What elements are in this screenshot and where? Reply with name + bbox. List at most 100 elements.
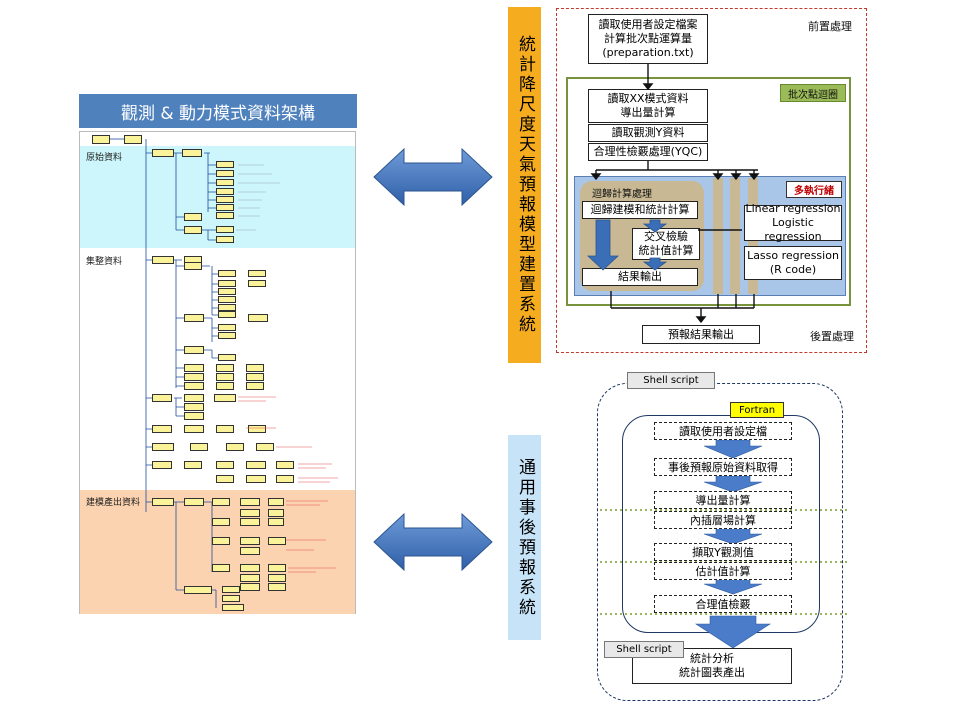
- preprocess-label: 前置處理: [808, 20, 852, 33]
- tree-node-collect-x: [184, 425, 204, 433]
- stat-system-vertical-text: 統計降尺度天氣預報模型建置系統: [515, 35, 535, 335]
- data-tree-lines: [110, 138, 218, 608]
- lasso-regression-line-1: Lasso regression: [747, 249, 839, 263]
- tree-node-model-leaf: [212, 564, 230, 572]
- tree-node-raw-sub: [182, 149, 202, 157]
- tree-node-perform-leaf: [222, 595, 240, 602]
- tree-node-collect-xy: [216, 461, 234, 469]
- tree-node-model-leaf: [268, 518, 284, 526]
- tree-node-collect-x: [216, 425, 234, 433]
- post-step-1-text: 讀取使用者設定檔: [679, 425, 767, 438]
- post-step-7-text: 合理值檢覈: [695, 598, 751, 611]
- tree-node-model-sub: [184, 498, 204, 506]
- tree-node-collect-leaf: [218, 332, 236, 339]
- read-obs-text: 讀取觀測Y資料: [611, 126, 685, 140]
- tree-node-model-leaf: [268, 583, 286, 591]
- cross-validation-line-1: 交叉檢驗: [644, 230, 688, 244]
- tree-node-collect-obs: [214, 394, 236, 402]
- tree-node-raw-leaf: [216, 212, 234, 219]
- tree-node-collect-mid: [184, 314, 204, 322]
- loop-calc-label: 迴歸計算處理: [592, 189, 652, 200]
- regression-text: 迴歸建模和統計計算: [590, 203, 690, 217]
- tree-node-model-leaf: [240, 498, 260, 506]
- linear-regression-line-2: Logistic regression: [764, 216, 822, 243]
- tree-node-root: [124, 135, 142, 144]
- tree-node-collect-obs: [184, 403, 204, 411]
- left-title: 觀測 & 動力模式資料架構: [79, 94, 357, 128]
- tree-node-raw-leaf: [216, 226, 234, 233]
- stat-system-vertical-title: 統計降尺度天氣預報模型建置系統: [508, 7, 541, 363]
- post-step-2-text: 事後預報原始資料取得: [668, 461, 778, 474]
- tree-node-model-leaf: [212, 518, 230, 526]
- post-step-4-text: 內插層場計算: [690, 514, 756, 527]
- post-step-6: 估計值計算: [654, 562, 792, 580]
- read-config-line-3: (preparation.txt): [602, 45, 694, 59]
- tree-node-collect-row: [184, 373, 204, 381]
- tree-node-collect-obs: [152, 394, 172, 402]
- post-step-5: 擷取Y觀測值: [654, 543, 792, 561]
- shell-script-top-label: Shell script: [627, 372, 715, 389]
- tree-node-collect-y: [190, 443, 208, 451]
- cross-validation-box: 交叉檢驗 統計值計算: [632, 228, 700, 260]
- tree-node-collect-x: [152, 425, 172, 433]
- section-label-raw: 原始資料: [86, 153, 123, 163]
- final-output-line-1: 統計分析: [690, 652, 734, 666]
- tree-node-model-leaf: [268, 537, 286, 545]
- tree-node-raw-obs: [184, 226, 202, 234]
- tree-node-model-leaf: [240, 547, 260, 555]
- cross-validation-line-2: 統計值計算: [638, 244, 694, 257]
- multi-thread-label: 多執行緒: [786, 181, 842, 198]
- read-config-box: 讀取使用者設定檔案 計算批次點運算量 (preparation.txt): [588, 14, 708, 64]
- tan-stripe: [713, 178, 723, 294]
- tree-node-collect-y: [256, 443, 274, 451]
- tree-node-model-leaf: [212, 537, 230, 545]
- post-step-2: 事後預報原始資料取得: [654, 458, 792, 476]
- batch-loop-frame: [566, 77, 851, 306]
- shell-script-bottom-label: Shell script: [604, 641, 684, 658]
- model-data-section: [80, 490, 355, 614]
- tree-node-collect-leaf: [218, 304, 236, 311]
- tree-node-collect-far: [248, 314, 268, 322]
- tree-node-collect-row: [216, 373, 234, 381]
- tree-node-collect-xy: [276, 475, 294, 483]
- tree-node-collect-y: [152, 443, 174, 451]
- tree-node-collect-row: [246, 382, 264, 390]
- tree-node-collect-obs: [184, 394, 204, 402]
- tree-node-collect-row: [216, 364, 234, 372]
- tree-node-collect-leaf: [218, 296, 236, 303]
- result-output-text: 結果輸出: [618, 270, 662, 284]
- tree-node-collect-row: [246, 364, 264, 372]
- tree-node-collect-row: [184, 364, 204, 372]
- data-tree-panel: 原始資料 集整資料 建模產出資料: [79, 131, 356, 614]
- lasso-regression-box: Lasso regression (R code): [744, 246, 842, 280]
- post-system-vertical-text: 通用事後預報系統: [515, 457, 535, 618]
- tree-node-perform: [184, 586, 212, 594]
- read-config-line-2: 計算批次點運算量: [604, 32, 692, 46]
- linear-regression-box: Linear regression Logistic regression: [744, 202, 842, 243]
- shell-script-frame: [597, 383, 843, 701]
- tree-node-model-leaf: [240, 583, 260, 591]
- tree-node-model-leaf: [240, 537, 260, 545]
- tree-node-model-leaf: [240, 564, 260, 572]
- fortran-label: Fortran: [730, 402, 784, 418]
- tree-node-raw-leaf: [216, 179, 234, 186]
- tan-stripe: [730, 178, 740, 294]
- tree-node-perform-leaf: [222, 604, 244, 611]
- tree-node-collect-leaf: [218, 280, 236, 287]
- tree-node-collect-xy: [184, 461, 202, 469]
- tree-node-perform-leaf: [222, 586, 240, 593]
- tree-annotation-lines: [236, 164, 338, 573]
- tree-node-collect-row: [246, 373, 264, 381]
- tree-node-start: [92, 135, 110, 144]
- tree-node-model-leaf: [268, 509, 284, 517]
- tree-node-raw-leaf: [216, 170, 234, 177]
- post-step-1: 讀取使用者設定檔: [654, 422, 792, 440]
- stat-system-frame: [556, 8, 867, 353]
- forecast-output-text: 預報結果輸出: [668, 327, 734, 341]
- tree-node-collect: [152, 256, 174, 264]
- tree-node-collect-row: [184, 382, 204, 390]
- tree-node-model-leaf: [268, 574, 286, 582]
- tree-node-collect-far: [248, 270, 266, 277]
- section-label-model: 建模產出資料: [86, 498, 141, 508]
- post-step-5-text: 擷取Y觀測值: [692, 546, 754, 559]
